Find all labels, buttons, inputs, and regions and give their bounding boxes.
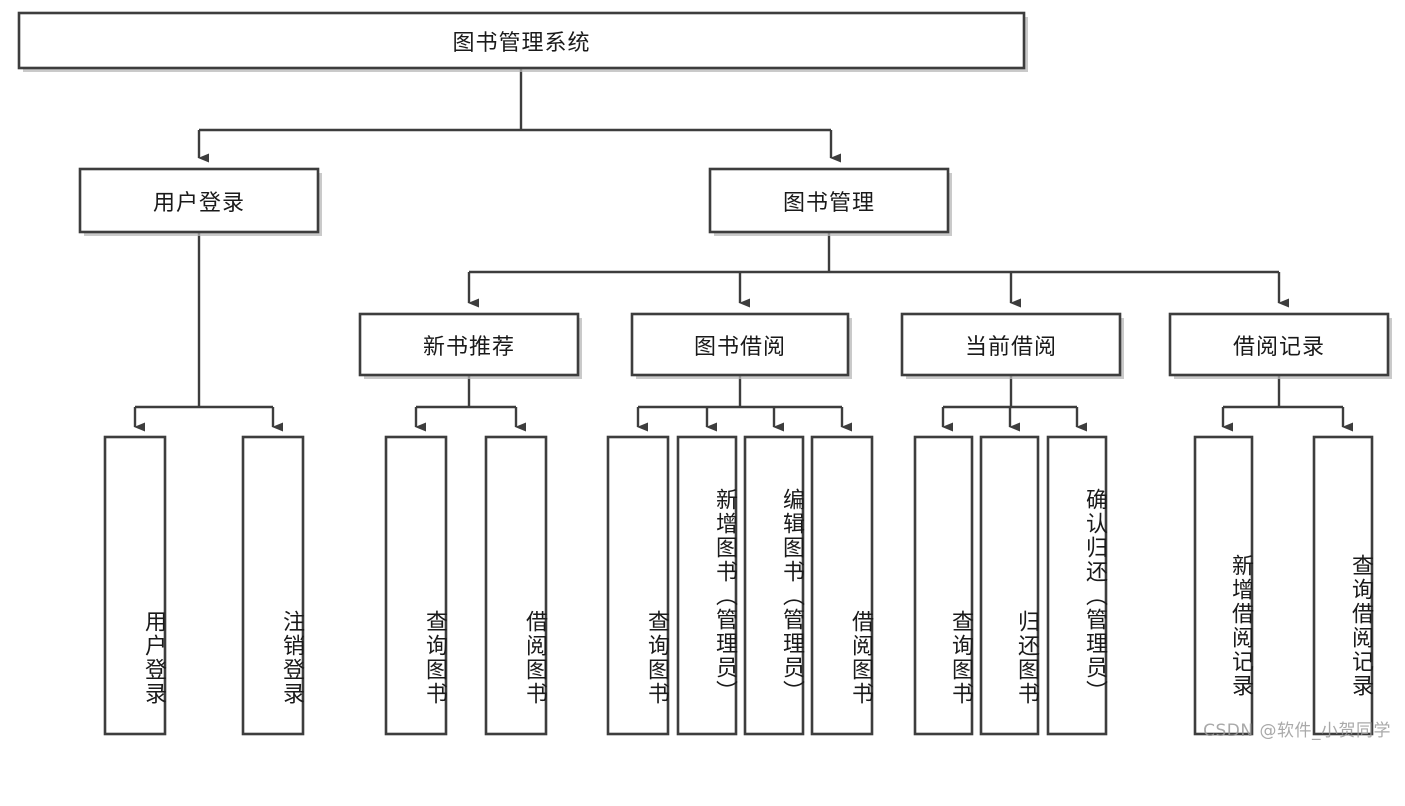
node-leaf-query-book-rec[interactable] xyxy=(384,435,448,736)
node-leaf-borrow-book[interactable] xyxy=(810,435,874,736)
node-current-borrow[interactable] xyxy=(900,312,1122,377)
node-leaf-return-book[interactable] xyxy=(979,435,1040,736)
node-leaf-confirm-return[interactable] xyxy=(1046,435,1108,736)
node-borrow-record[interactable] xyxy=(1168,312,1390,377)
node-leaf-edit-book[interactable] xyxy=(743,435,805,736)
node-book-manage[interactable] xyxy=(708,167,950,234)
node-leaf-add-record[interactable] xyxy=(1193,435,1254,736)
diagram-canvas: 图书管理系统 用户登录 图书管理 新书推荐 图书借阅 当前借阅 借阅记录 用户登… xyxy=(17,11,1392,741)
node-leaf-logout[interactable] xyxy=(241,435,305,736)
connector-layer xyxy=(133,68,1353,432)
node-leaf-query-book-cur[interactable] xyxy=(913,435,974,736)
node-leaf-query-book-borrow[interactable] xyxy=(606,435,670,736)
node-new-book-rec[interactable] xyxy=(358,312,580,377)
node-user-login[interactable] xyxy=(78,167,320,234)
node-layer xyxy=(17,11,1392,736)
node-leaf-borrow-book-rec[interactable] xyxy=(484,435,548,736)
node-leaf-query-record[interactable] xyxy=(1312,435,1374,736)
flowchart-svg xyxy=(17,11,1392,736)
node-leaf-user-login[interactable] xyxy=(103,435,167,736)
node-leaf-add-book[interactable] xyxy=(676,435,738,736)
node-book-borrow[interactable] xyxy=(630,312,850,377)
node-root[interactable] xyxy=(17,11,1026,70)
